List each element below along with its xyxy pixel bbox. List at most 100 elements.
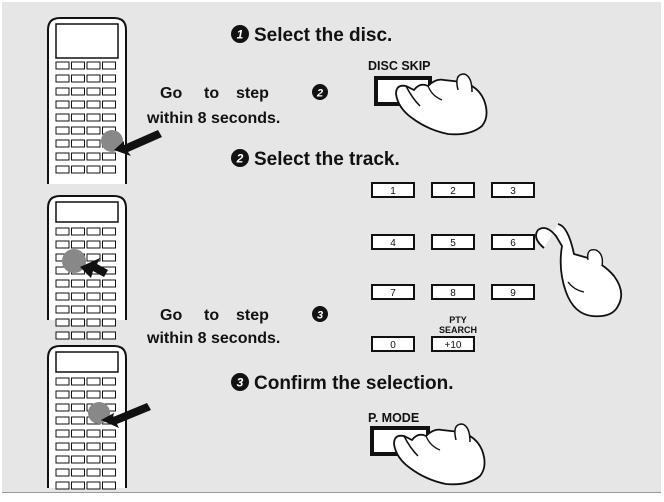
remote-key (71, 100, 85, 109)
number-key-label: 0 (390, 340, 396, 351)
remote-key (102, 377, 116, 386)
step-number-badge (312, 306, 328, 322)
number-key-label: +10 (445, 340, 462, 351)
step-number-badge (231, 149, 249, 167)
number-key-label: 5 (450, 238, 456, 249)
step-1: 1 Select the disc. (231, 25, 392, 46)
remote-key (71, 416, 85, 425)
step-number-badge (231, 373, 249, 391)
number-key-label: 2 (450, 186, 456, 197)
remote-key (86, 240, 101, 249)
number-key-0 (371, 336, 415, 352)
remote-key (102, 318, 116, 327)
remote-key (71, 305, 85, 314)
remote-key (55, 331, 70, 340)
pty-search-label-line1: PTY (449, 315, 467, 325)
remote-key (55, 61, 70, 70)
remote-key (102, 74, 116, 83)
remote-key (71, 139, 85, 148)
number-key-label: 6 (510, 238, 516, 249)
number-key-6 (491, 234, 535, 250)
note-line1-word-1: Go (160, 85, 182, 102)
remote-key (102, 442, 116, 451)
number-key-2 (431, 182, 475, 198)
remote-key (102, 87, 116, 96)
remote-key (86, 468, 101, 477)
note-line1-word-2: to (204, 307, 219, 324)
remote-key (86, 139, 101, 148)
remote-key (71, 279, 85, 288)
number-key-plus10 (431, 336, 475, 352)
remote-key (55, 390, 70, 399)
note-line2: within 8 seconds. (146, 110, 280, 127)
remote-key (102, 429, 116, 438)
remote-key (71, 87, 85, 96)
time-limit-note-1: Go to step 2 within 8 seconds. (146, 84, 328, 127)
remote-key (71, 429, 85, 438)
remote-key (55, 139, 70, 148)
remote-key (86, 377, 101, 386)
step-title: Select the track. (254, 149, 400, 170)
remote-key (86, 455, 101, 464)
note-step-number: 2 (316, 88, 323, 100)
pty-search-label-line2: SEARCH (439, 325, 477, 335)
pressing-hand-icon (395, 73, 488, 136)
step-number: 2 (236, 152, 244, 166)
remote-key (71, 74, 85, 83)
remote-key (86, 87, 101, 96)
number-key-3 (491, 182, 535, 198)
remote-key (71, 455, 85, 464)
remote-key (55, 377, 70, 386)
disc-skip-label: DISC SKIP (368, 59, 431, 73)
press-point-disc-skip (101, 130, 123, 152)
pointer-arrow-icon (101, 403, 151, 428)
remote-key (102, 468, 116, 477)
remote-key (86, 165, 101, 174)
remote-key (71, 240, 85, 249)
remote-key (71, 165, 85, 174)
remote-key (86, 279, 101, 288)
remote-key (55, 240, 70, 249)
remote-key (102, 253, 116, 262)
pressing-hand-icon (393, 423, 486, 486)
remote-key (86, 61, 101, 70)
pointer-arrow-icon (114, 130, 162, 156)
remote-key (102, 100, 116, 109)
remote-key (71, 318, 85, 327)
remote-key (86, 481, 101, 490)
pointer-arrow-icon (80, 258, 108, 278)
remote-key (55, 279, 70, 288)
p-mode-label: P. MODE (368, 411, 419, 425)
remote-button-grid (55, 61, 116, 174)
remote-key (55, 442, 70, 451)
number-key-label: 8 (450, 288, 456, 299)
remote-key (86, 331, 101, 340)
number-key-9 (491, 284, 535, 300)
remote-key (102, 390, 116, 399)
number-key-7 (371, 284, 415, 300)
remote-key (102, 331, 116, 340)
remote-key (102, 292, 116, 301)
time-limit-note-2: Go to step 3 within 8 seconds. (146, 306, 328, 347)
remote-key (71, 126, 85, 135)
step-number-badge (231, 25, 249, 43)
remote-key (71, 442, 85, 451)
remote-key (55, 165, 70, 174)
remote-key (55, 87, 70, 96)
remote-key (102, 455, 116, 464)
number-key-label: 4 (390, 238, 396, 249)
step-number: 3 (237, 376, 244, 390)
remote-key (102, 227, 116, 236)
note-line1-word-2: to (204, 85, 219, 102)
number-key-label: 9 (510, 288, 516, 299)
remote-key (86, 74, 101, 83)
remote-key (55, 74, 70, 83)
remote-control-illustration-2 (47, 195, 127, 340)
remote-key (55, 227, 70, 236)
remote-key (55, 100, 70, 109)
remote-key (71, 403, 85, 412)
remote-key (86, 390, 101, 399)
remote-key (71, 468, 85, 477)
